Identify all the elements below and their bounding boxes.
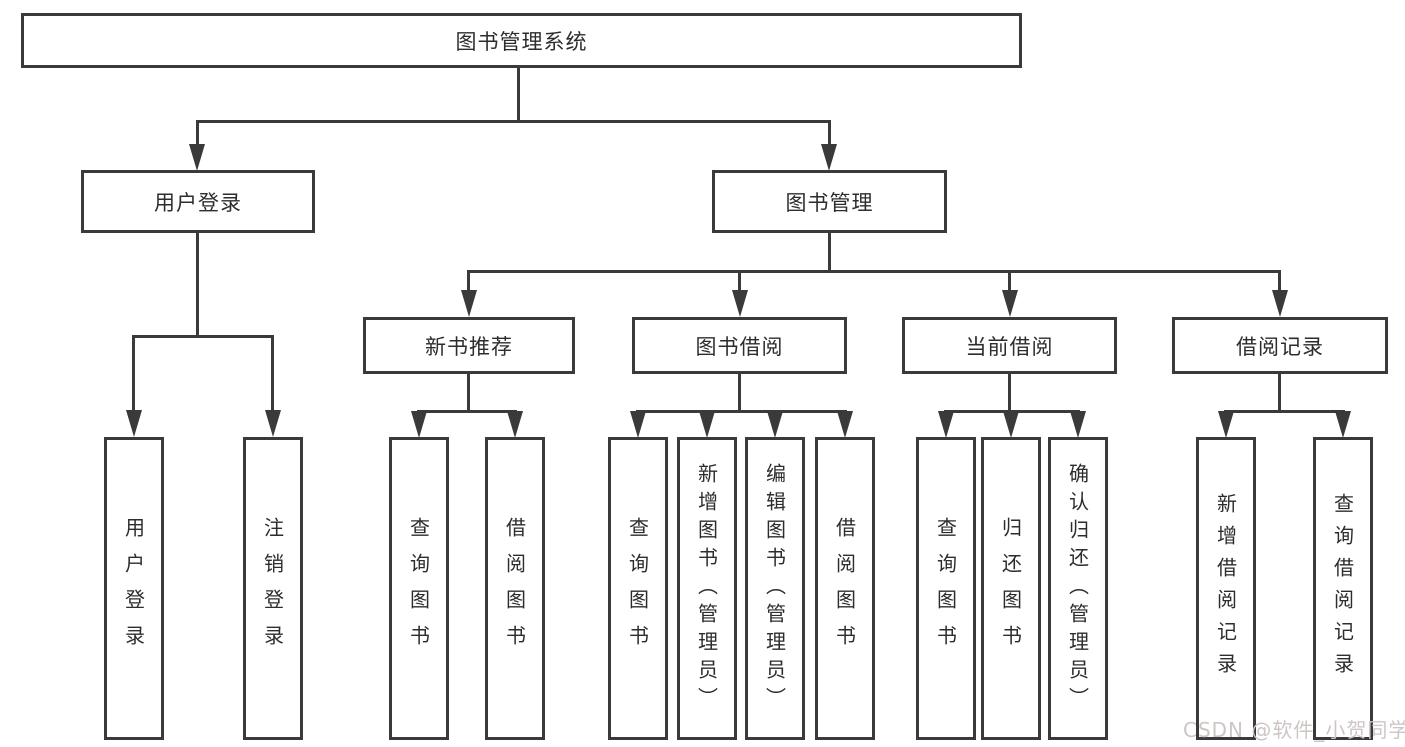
leaf-label: 查询图书: [933, 516, 958, 661]
connector-line: [196, 233, 199, 336]
arrow-down-icon: [411, 411, 427, 438]
leaf-user-login: 用户登录: [104, 437, 164, 740]
leaf-query-books-borrow: 查询图书: [608, 437, 668, 740]
leaf-query-books-current: 查询图书: [916, 437, 976, 740]
node-library-management-system: 图书管理系统: [21, 13, 1022, 68]
leaf-add-borrow-record: 新增借阅记录: [1196, 437, 1256, 740]
arrow-down-icon: [189, 144, 205, 171]
node-current-borrowing: 当前借阅: [902, 317, 1117, 374]
connector-line: [196, 120, 831, 123]
connector-line: [738, 270, 741, 291]
arrow-down-icon: [1218, 411, 1234, 438]
node-label: 借阅记录: [1236, 334, 1324, 359]
connector-line: [271, 335, 274, 411]
leaf-label: 新增图书（管理员）: [694, 462, 719, 715]
leaf-label: 借阅图书: [832, 516, 857, 661]
arrow-down-icon: [699, 411, 715, 438]
leaf-borrow-books: 借阅图书: [815, 437, 875, 740]
node-label: 图书借阅: [695, 334, 784, 359]
arrow-down-icon: [837, 411, 853, 438]
arrow-down-icon: [821, 144, 837, 171]
connector-line: [738, 374, 741, 411]
leaf-label: 确认归还（管理员）: [1065, 462, 1090, 715]
node-new-book-recommend: 新书推荐: [363, 317, 575, 374]
node-label: 用户登录: [154, 190, 242, 215]
arrow-down-icon: [732, 290, 748, 317]
connector-line: [828, 233, 831, 271]
connector-line: [517, 68, 520, 121]
leaf-label: 用户登录: [121, 516, 146, 661]
arrow-down-icon: [1002, 290, 1018, 317]
node-label: 新书推荐: [425, 334, 513, 359]
arrow-down-icon: [630, 411, 646, 438]
arrow-down-icon: [265, 410, 281, 437]
arrow-down-icon: [1070, 411, 1086, 438]
node-label: 当前借阅: [965, 334, 1054, 359]
node-book-borrowing: 图书借阅: [632, 317, 847, 374]
leaf-label: 注销登录: [260, 516, 285, 661]
arrow-down-icon: [767, 411, 783, 438]
connector-line: [467, 270, 1281, 273]
arrow-down-icon: [938, 411, 954, 438]
connector-line: [1278, 374, 1281, 411]
node-book-management: 图书管理: [712, 170, 947, 233]
arrow-down-icon: [461, 290, 477, 317]
leaf-borrow-books-recommend: 借阅图书: [485, 437, 545, 740]
watermark: CSDN @软件_小贺同学: [1183, 718, 1405, 742]
connector-line: [828, 120, 831, 147]
connector-line: [467, 270, 470, 291]
leaf-label: 查询借阅记录: [1330, 492, 1355, 685]
connector-line: [196, 120, 199, 147]
leaf-label: 查询图书: [406, 516, 431, 661]
leaf-label: 编辑图书（管理员）: [762, 462, 787, 715]
leaf-label: 查询图书: [625, 516, 650, 661]
leaf-query-borrow-record: 查询借阅记录: [1313, 437, 1373, 740]
node-label: 图书管理系统: [455, 29, 588, 54]
node-user-login: 用户登录: [81, 170, 315, 233]
leaf-label: 借阅图书: [502, 516, 527, 661]
node-label: 图书管理: [785, 190, 874, 215]
connector-line: [1278, 270, 1281, 291]
leaf-return-books: 归还图书: [981, 437, 1041, 740]
connector-line: [467, 374, 470, 411]
leaf-confirm-return-admin: 确认归还（管理员）: [1048, 437, 1108, 740]
leaf-logout: 注销登录: [243, 437, 303, 740]
leaf-add-books-admin: 新增图书（管理员）: [677, 437, 737, 740]
leaf-query-books-recommend: 查询图书: [389, 437, 449, 740]
leaf-label: 归还图书: [998, 516, 1023, 661]
connector-line: [1008, 374, 1011, 411]
connector-line: [1008, 270, 1011, 291]
node-borrowing-records: 借阅记录: [1172, 317, 1388, 374]
arrow-down-icon: [126, 410, 142, 437]
arrow-down-icon: [1335, 411, 1351, 438]
connector-line: [132, 335, 135, 411]
connector-line: [417, 410, 517, 413]
leaf-label: 新增借阅记录: [1213, 492, 1238, 685]
arrow-down-icon: [1272, 290, 1288, 317]
arrow-down-icon: [1003, 411, 1019, 438]
connector-line: [132, 335, 274, 338]
leaf-edit-books-admin: 编辑图书（管理员）: [745, 437, 805, 740]
arrow-down-icon: [507, 411, 523, 438]
connector-line: [636, 410, 847, 413]
connector-line: [1224, 410, 1345, 413]
